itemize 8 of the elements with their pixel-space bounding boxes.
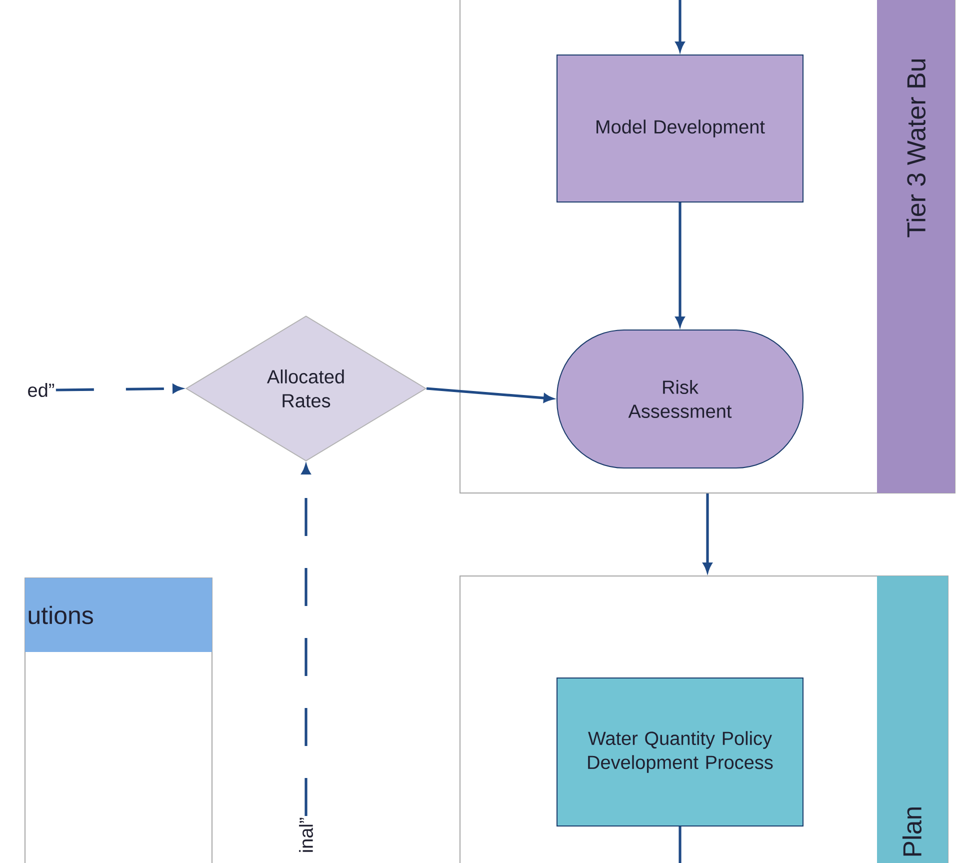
arrow xyxy=(302,464,310,816)
panel: utions xyxy=(24,578,212,863)
connector-text: inal” xyxy=(299,818,313,852)
process-box: Model Development xyxy=(556,54,804,202)
process-box: Water Quantity Policy Development Process xyxy=(556,678,804,826)
connector-text: ed” xyxy=(28,383,54,397)
arrow xyxy=(426,387,554,402)
arrow xyxy=(56,384,182,394)
